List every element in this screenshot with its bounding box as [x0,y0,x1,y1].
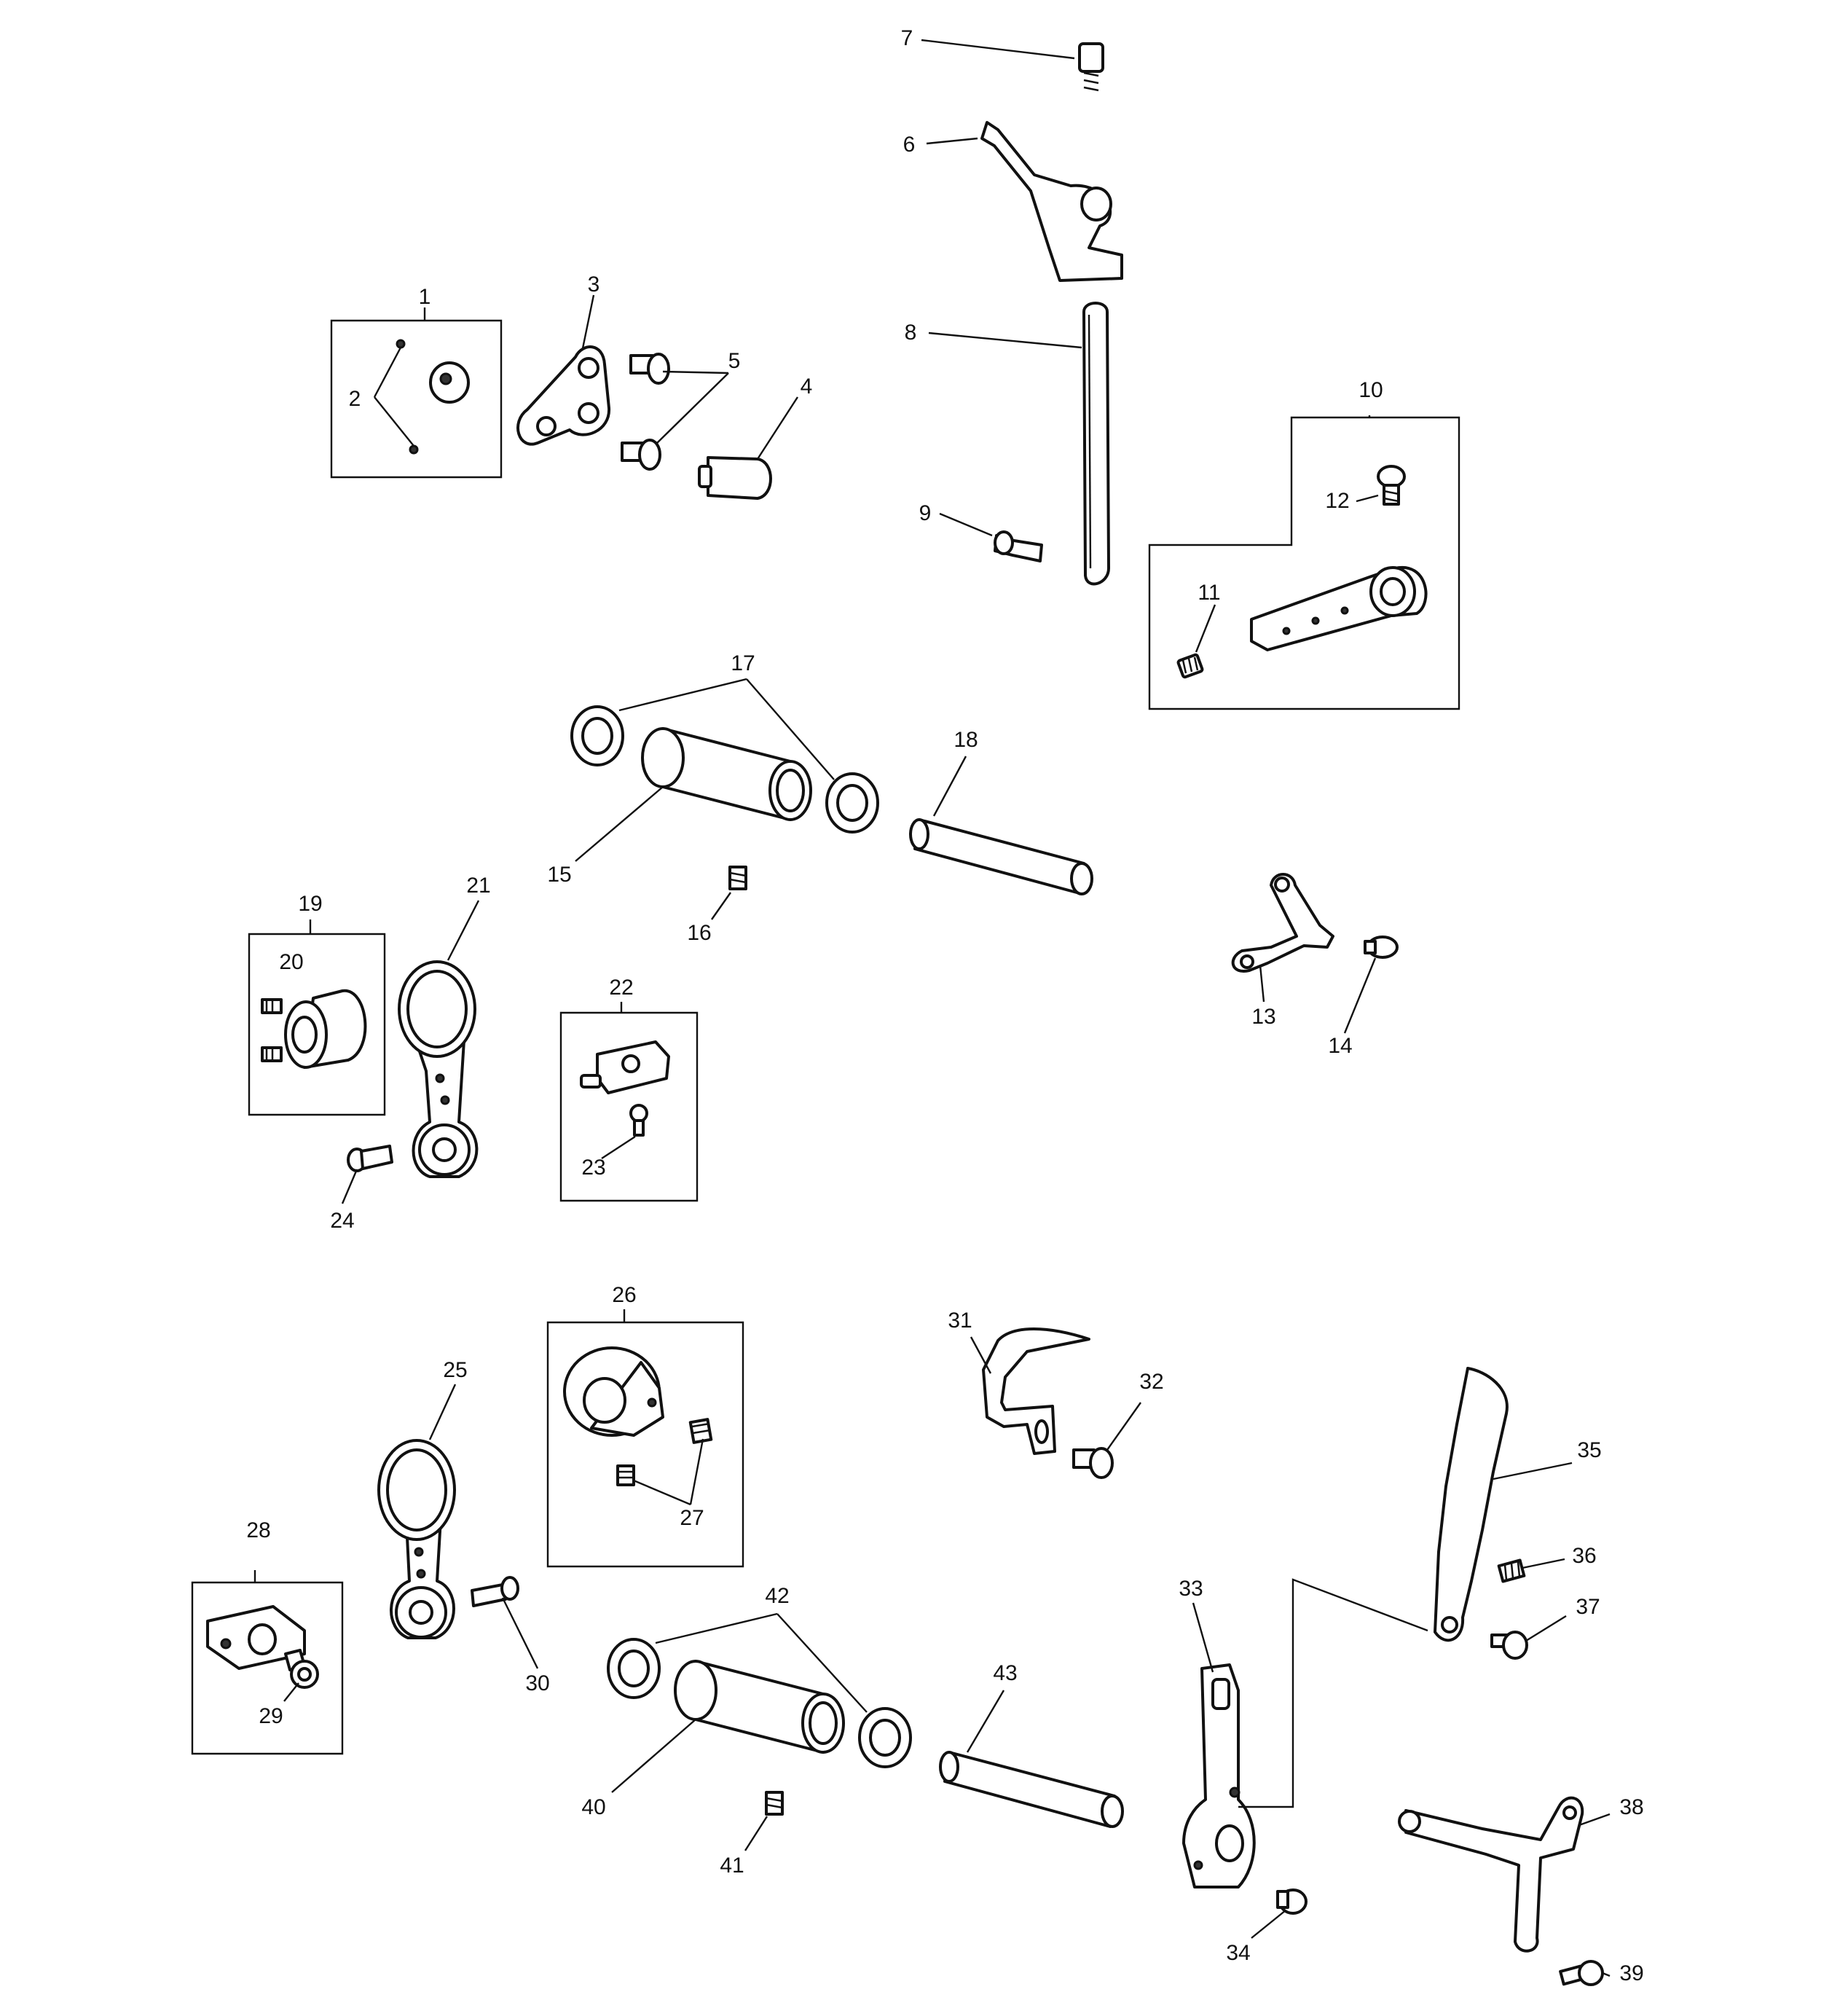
part-32-screw [1072,1447,1114,1479]
callout-40: 40 [581,1795,605,1819]
part-22-clamp-block [580,1040,670,1094]
part-19-eccentric [284,989,367,1069]
callout-33: 33 [1179,1577,1203,1601]
part-12-screw [1377,465,1406,506]
part-16-set-screw [728,866,747,890]
part-6-bracket [980,121,1123,282]
callout-13: 13 [1251,1005,1275,1029]
callout-39: 39 [1619,1961,1643,1985]
callout-10: 10 [1359,378,1383,402]
callout-35: 35 [1577,1438,1601,1462]
callout-3: 3 [588,272,600,297]
group-box-28 [191,1581,344,1755]
callout-41: 41 [720,1854,744,1878]
callout-17: 17 [731,651,755,675]
part-40-sleeve [674,1660,845,1754]
callout-42: 42 [765,1584,789,1608]
group-box-19 [248,933,386,1116]
callout-37: 37 [1576,1595,1600,1619]
part-42-washers [607,1638,912,1768]
part-1-eccentric-cam [429,361,470,404]
part-33-lever [1182,1663,1256,1888]
part-41-set-screw [765,1791,784,1816]
callout-27: 27 [680,1506,704,1530]
callout-9: 9 [919,501,932,525]
callout-5: 5 [728,349,741,373]
callout-18: 18 [954,728,978,752]
part-20-set-screws [261,998,283,1062]
callout-23: 23 [581,1156,605,1180]
part-5-screws [621,353,670,471]
part-39-screw [1559,1960,1604,1986]
part-30-shoulder-screw [471,1576,519,1607]
part-31-thread-guide [982,1327,1090,1455]
part-28-block [206,1605,306,1670]
callout-19: 19 [298,892,322,916]
part-9-shoulder-screw [994,530,1043,562]
part-2-set-screws [396,339,419,455]
callout-11: 11 [1198,581,1220,605]
part-10-arm [1250,565,1428,651]
part-21-connecting-rod [398,960,479,1178]
callout-8: 8 [905,321,917,345]
callout-32: 32 [1139,1370,1163,1394]
callout-28: 28 [246,1518,270,1542]
callout-4: 4 [801,374,813,399]
part-23-screw [629,1104,648,1137]
part-7-screw [1078,42,1104,92]
callout-21: 21 [466,874,490,898]
part-11-set-screw [1176,653,1204,679]
part-14-screw [1364,936,1399,959]
group-box-10 [1148,416,1460,710]
part-3-link-plate [516,345,611,446]
group-box-1 [330,319,503,479]
part-13-crank [1231,873,1334,973]
callout-2: 2 [349,387,361,411]
part-26-cam [563,1346,664,1437]
callout-31: 31 [948,1309,972,1333]
callout-22: 22 [609,976,633,1000]
part-8-shaft [1082,302,1110,586]
part-18-shaft [909,818,1093,895]
callout-38: 38 [1619,1795,1643,1819]
part-17-washers [570,705,879,834]
part-27-set-screws [616,1418,713,1486]
part-36-set-screw [1497,1558,1526,1583]
part-4-stud [698,456,772,500]
part-43-shaft [939,1751,1124,1828]
callout-14: 14 [1328,1034,1352,1058]
callout-15: 15 [547,863,571,887]
part-25-connecting-rod [377,1439,456,1639]
callout-1: 1 [419,285,431,309]
callout-30: 30 [525,1671,549,1695]
part-38-lever [1398,1796,1584,1953]
callout-36: 36 [1572,1544,1596,1568]
part-15-sleeve [641,727,812,821]
group-box-26 [546,1321,744,1568]
group-box-22 [559,1011,699,1202]
part-34-screw [1276,1888,1308,1915]
callout-43: 43 [993,1661,1017,1685]
callout-29: 29 [259,1704,283,1728]
part-29-screw [284,1649,319,1689]
callout-labels: 1 2 3 4 5 6 7 8 9 10 11 12 13 14 15 16 1… [246,26,1643,1985]
callout-24: 24 [330,1209,354,1233]
callout-6: 6 [903,133,916,157]
callout-26: 26 [612,1283,636,1307]
part-24-shoulder-screw [347,1145,393,1172]
callout-25: 25 [443,1358,467,1382]
callout-12: 12 [1325,489,1349,513]
part-37-screw [1490,1631,1528,1660]
callout-7: 7 [901,26,913,50]
part-35-lever [1434,1367,1509,1642]
callout-16: 16 [687,921,711,945]
callout-34: 34 [1226,1941,1250,1965]
callout-20: 20 [279,950,303,974]
leader-lines [253,39,1611,1977]
